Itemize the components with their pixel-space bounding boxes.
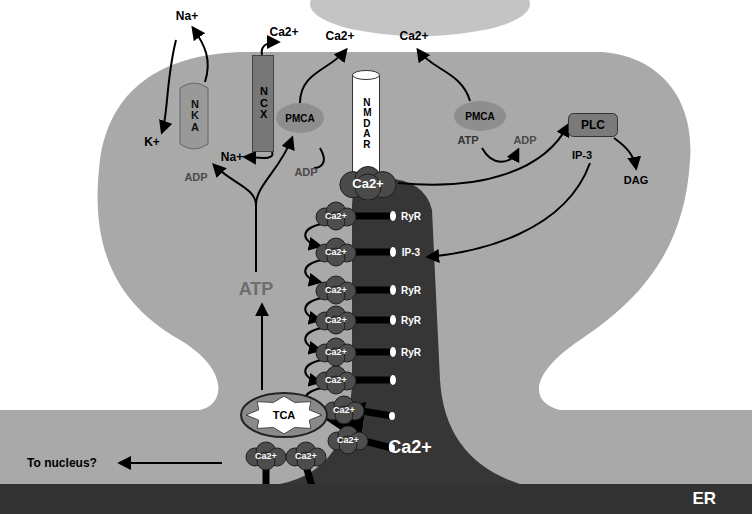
mitochondrion: TCA [240,392,328,438]
svg-circle [326,238,346,258]
svg-path [418,50,470,101]
band-outline [0,484,752,514]
svg-path [255,205,257,272]
svg-ellipse [390,211,396,221]
svg-polygon [246,396,322,434]
text-label: Na+ [176,9,198,23]
text-label: RyR [401,211,421,222]
svg-ellipse [390,375,396,385]
svg-path [180,83,208,149]
ion-label: Ca2+ [325,347,347,357]
svg-path [314,148,324,168]
svg-circle [338,426,358,446]
calcium-cluster: Ca2+ [338,166,398,200]
svg-path [305,224,322,246]
text-label: ATP [239,279,274,300]
text-label: IP-3 [572,149,592,161]
svg-path [214,165,256,205]
text-label: RyR [401,347,421,358]
ion-label: Ca2+ [337,435,359,445]
svg-ellipse [390,347,396,357]
svg-path [428,163,590,257]
ion-label: Ca2+ [333,405,355,415]
svg-g [263,211,396,510]
svg-path [482,148,518,162]
text-label: Ca2+ [399,29,428,43]
node-label: TCA [273,409,296,421]
svg-path [305,260,322,282]
svg-ellipse [390,285,396,295]
svg-path [262,42,278,55]
text-label: Ca2+ [269,25,298,39]
ion-label: Ca2+ [255,451,277,461]
svg-circle [296,442,316,462]
text-label: Na+ [221,150,243,164]
svg-ellipse [390,247,396,257]
svg-path [614,138,636,168]
svg-path [280,178,520,484]
node-label: Ca2+ [352,176,383,191]
node-label: NCX [260,86,266,121]
svg-ellipse [389,412,395,420]
er-band: ER [0,484,752,514]
text-label: Ca2+ [325,29,354,43]
ion-label: Ca2+ [325,285,347,295]
svg-g [120,28,636,463]
svg-path [193,28,208,82]
svg-circle [326,366,346,386]
svg-path [300,50,346,103]
svg-rect [569,114,618,137]
svg-circle [326,276,346,296]
text-label: IP-3 [402,247,420,258]
ncx-exchanger: NCX [252,55,274,152]
svg-ellipse [241,393,327,437]
svg-path [162,40,176,132]
text-label: RyR [401,285,421,296]
text-label: K+ [144,135,160,149]
svg-circle [334,396,354,416]
svg-circle [326,338,346,358]
ion-label: Ca2+ [295,451,317,461]
text-label: ADP [294,166,317,178]
svg-path [245,152,272,158]
nka-pump: NKA [178,82,210,150]
text-label: RyR [401,315,421,326]
svg-rect [253,56,274,152]
text-label: PMCA [465,111,494,122]
text-label: PMCA [285,113,314,124]
text-label: ATP [457,134,478,146]
text-label: To nucleus? [27,456,97,470]
svg-path [120,462,222,464]
node-label: NKA [191,99,197,134]
plc-enzyme: PLC [568,113,618,137]
ion-label: Ca2+ [325,247,347,257]
node-label: PLC [581,118,605,132]
node-label: NMDAR [363,98,369,151]
svg-circle [256,442,276,462]
text-label: ADP [513,134,536,146]
svg-ellipse [276,103,324,133]
svg-ellipse [454,101,506,131]
text-label: ADP [184,171,207,183]
svg-path [261,305,263,390]
text-label: DAG [624,174,648,186]
svg-ellipse [353,71,380,80]
ion-label: Ca2+ [325,375,347,385]
ion-label: Ca2+ [325,211,347,221]
svg-path [0,52,752,514]
svg-circle [326,202,346,222]
signal-arrow [398,125,568,185]
svg-circle [326,306,346,326]
svg-rect [0,484,752,514]
svg-ellipse [390,315,396,325]
ion-label: Ca2+ [325,315,347,325]
svg-rect [353,75,380,178]
text-label: Ca2+ [388,437,432,458]
nmdar-channel: NMDAR [352,70,380,178]
node-label: ER [692,489,716,509]
